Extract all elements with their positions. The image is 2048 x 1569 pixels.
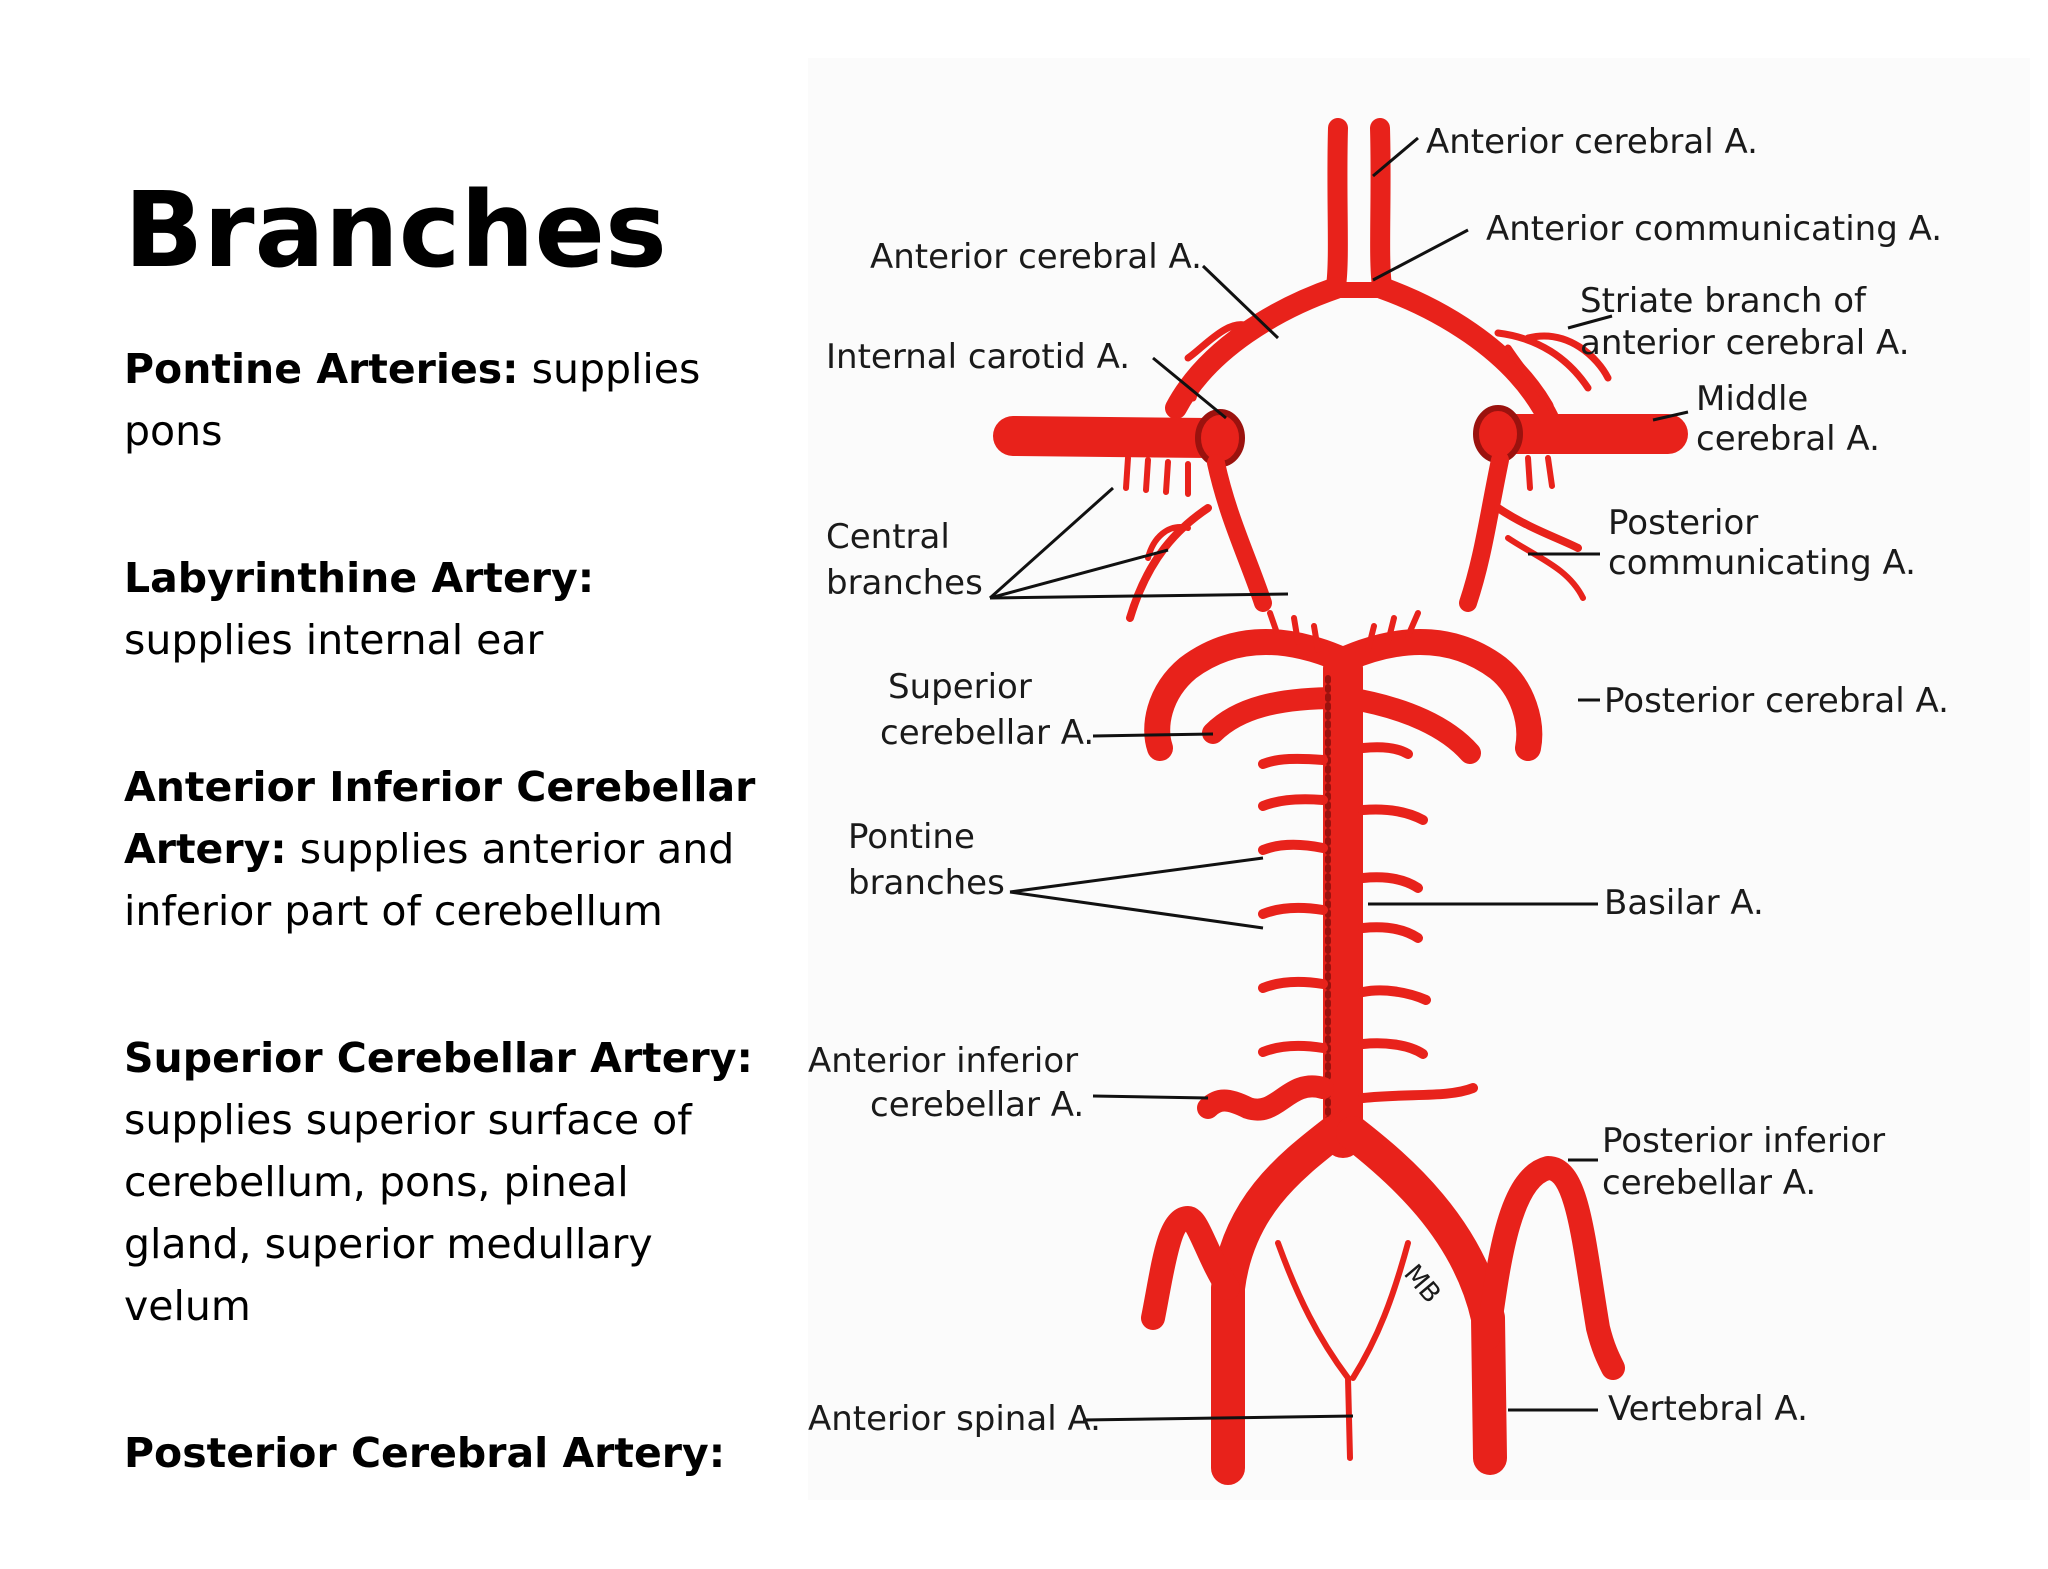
- pontine-right-7: [1358, 1083, 1478, 1103]
- superior-cerebellar-left-vessel: [1202, 687, 1349, 744]
- note-term: Anterior Inferior Cerebellar Artery:: [124, 763, 756, 873]
- pcom-twig-right-2: [1505, 535, 1586, 601]
- pontine-left-4: [1258, 902, 1328, 919]
- label-middle-cerebral-1: Middle: [1696, 379, 1808, 419]
- pontine-left-6: [1258, 1040, 1328, 1057]
- artery-diagram: Anterior cerebral A. Anterior communicat…: [808, 118, 1949, 1485]
- posterior-cerebral-left-vessel: [1144, 629, 1351, 761]
- anterior-cerebral-curve-right: [1371, 277, 1554, 419]
- label-pontine-2: branches: [848, 863, 1005, 903]
- circle-of-willis-figure: Anterior cerebral A. Anterior communicat…: [808, 58, 2030, 1500]
- label-striate-2: anterior cerebral A.: [1580, 323, 1910, 363]
- pcom-twig-left-2: [1145, 524, 1191, 561]
- middle-cerebral-left-vessel: [993, 416, 1228, 458]
- label-anterior-cerebral-left: Anterior cerebral A.: [870, 237, 1202, 277]
- label-central-1: Central: [826, 517, 950, 557]
- label-anterior-communicating: Anterior communicating A.: [1486, 209, 1942, 249]
- label-superior-cerebellar-1: Superior: [888, 667, 1032, 707]
- anterior-spinal-vessel: [1275, 1240, 1353, 1461]
- anterior-cerebral-left-vessel: [1326, 118, 1348, 296]
- label-posterior-comm-1: Posterior: [1608, 503, 1758, 543]
- note-pontine: Pontine Arteries: supplies pons: [124, 338, 764, 462]
- posterior-communicating-right-vessel: [1459, 451, 1509, 612]
- striate-branch-5: [1184, 321, 1252, 362]
- note-term: Labyrinthine Artery:: [124, 554, 595, 602]
- note-labyrinthine: Labyrinthine Artery: supplies internal e…: [124, 547, 764, 671]
- label-superior-cerebellar-2: cerebellar A.: [880, 713, 1094, 753]
- anterior-cerebral-right-vessel: [1370, 118, 1392, 296]
- aica-left-vessel: [1197, 1075, 1334, 1121]
- pica-right-vessel: [1476, 1156, 1625, 1380]
- pontine-right-4: [1358, 922, 1423, 943]
- striate-branch-2: [1504, 344, 1560, 422]
- pontine-right-3: [1358, 872, 1423, 893]
- label-pica-2: cerebellar A.: [1602, 1163, 1816, 1203]
- note-posterior-cerebral: Posterior Cerebral Artery:: [124, 1422, 764, 1484]
- pontine-left-3: [1258, 839, 1328, 855]
- note-desc: supplies internal ear: [124, 616, 544, 664]
- pica-left-vessel: [1141, 1206, 1240, 1330]
- pontine-right-6: [1358, 1038, 1428, 1059]
- label-vertebral: Vertebral A.: [1608, 1389, 1808, 1429]
- central-branch-left-1: [1123, 455, 1191, 497]
- label-middle-cerebral-2: cerebral A.: [1696, 419, 1880, 459]
- anterior-spinal-right-limb: [1350, 1240, 1411, 1381]
- note-aica: Anterior Inferior Cerebellar Artery: sup…: [124, 756, 764, 942]
- note-term: Posterior Cerebral Artery:: [124, 1429, 726, 1477]
- pontine-right-2: [1358, 804, 1428, 825]
- pcom-twig-right-1: [1494, 504, 1582, 552]
- posterior-cerebral-right-vessel: [1335, 629, 1543, 761]
- pontine-left-1: [1258, 753, 1328, 769]
- tip-twigs: [1267, 610, 1421, 653]
- pcom-twig-left-1: [1126, 504, 1212, 622]
- slide-title: Branches: [124, 169, 667, 291]
- pontine-left-5: [1258, 976, 1328, 993]
- note-desc: supplies pons: [124, 345, 701, 455]
- striate-branch-1: [1494, 329, 1592, 392]
- label-aica-2: cerebellar A.: [870, 1085, 1084, 1125]
- artist-signature: MB: [1397, 1259, 1446, 1309]
- leader-lines: [989, 136, 1689, 1422]
- note-desc: supplies anterior and inferior part of c…: [124, 825, 735, 935]
- posterior-communicating-left-vessel: [1207, 454, 1272, 612]
- label-pica-1: Posterior inferior: [1602, 1121, 1885, 1161]
- pontine-right-5: [1358, 985, 1431, 1005]
- label-anterior-cerebral-top: Anterior cerebral A.: [1426, 122, 1758, 162]
- central-branch-right-1: [1525, 455, 1555, 491]
- label-pontine-1: Pontine: [848, 817, 975, 857]
- superior-cerebellar-right-vessel: [1337, 687, 1481, 764]
- label-basilar: Basilar A.: [1604, 883, 1764, 923]
- label-posterior-cerebral: Posterior cerebral A.: [1604, 681, 1949, 721]
- label-aica-1: Anterior inferior: [808, 1041, 1078, 1081]
- note-desc: supplies superior surface of cerebellum,…: [124, 1096, 692, 1330]
- label-posterior-comm-2: communicating A.: [1608, 543, 1916, 583]
- notes-list: Pontine Arteries: supplies pons Labyrint…: [124, 338, 764, 1569]
- label-anterior-spinal: Anterior spinal A.: [808, 1399, 1101, 1439]
- pontine-left-2: [1258, 794, 1328, 811]
- pontine-right-1: [1358, 742, 1413, 759]
- note-superior-cerebellar: Superior Cerebellar Artery: supplies sup…: [124, 1027, 764, 1337]
- striate-branch-3: [1524, 332, 1612, 382]
- note-term: Pontine Arteries:: [124, 345, 519, 393]
- labels: Anterior cerebral A. Anterior communicat…: [808, 122, 1949, 1439]
- label-central-2: branches: [826, 563, 983, 603]
- label-internal-carotid: Internal carotid A.: [826, 337, 1130, 377]
- note-term: Superior Cerebellar Artery:: [124, 1034, 753, 1082]
- label-striate-1: Striate branch of: [1580, 281, 1867, 321]
